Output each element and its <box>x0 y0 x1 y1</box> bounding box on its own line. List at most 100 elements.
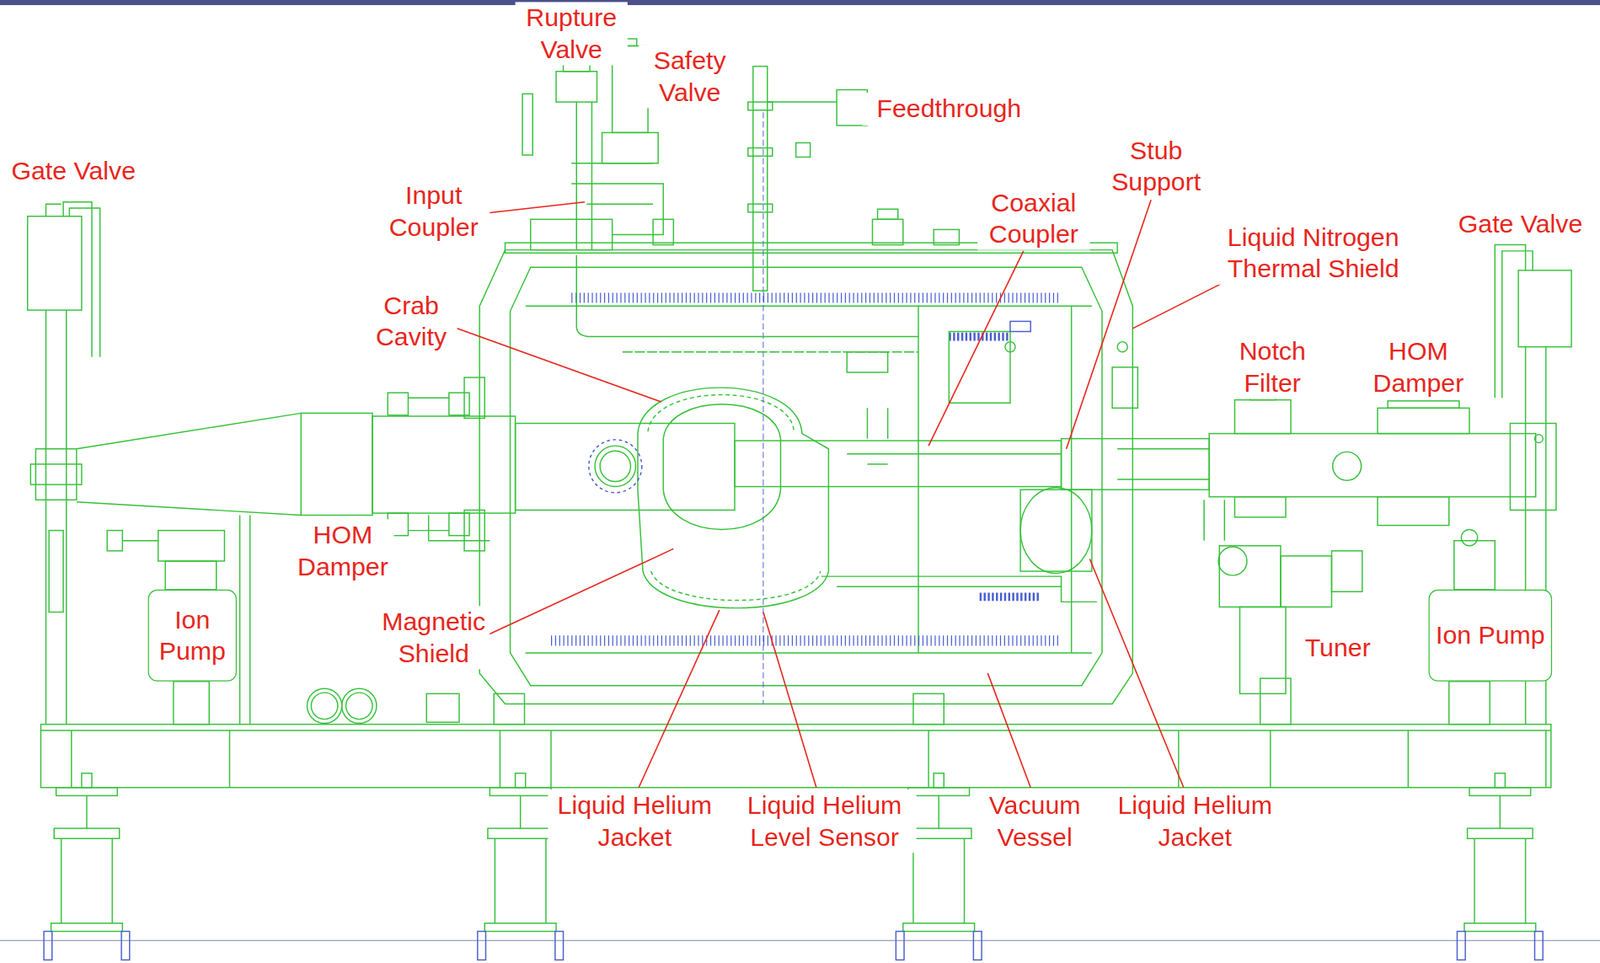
top-strip <box>0 0 1600 6</box>
beam-pipe <box>1509 422 1556 510</box>
support-legs <box>477 931 487 960</box>
beam-pipe <box>1377 497 1450 526</box>
tuner <box>1280 556 1333 608</box>
part-label: HOM Damper <box>291 519 394 584</box>
beam-pipe <box>1117 449 1210 480</box>
part-label: Rupture Valve <box>515 1 628 66</box>
support-legs <box>121 931 130 960</box>
pump-stands <box>310 692 338 719</box>
top-ports <box>753 66 768 291</box>
vacuum-vessel <box>479 250 1133 705</box>
part-label: Vacuum Vessel <box>978 789 1091 854</box>
crab-cavity <box>647 395 794 433</box>
pump-stands <box>239 514 241 724</box>
top-ports <box>576 101 578 251</box>
vacuum-vessel <box>917 305 919 653</box>
tuner <box>1218 546 1247 576</box>
frame <box>499 730 501 788</box>
vacuum-vessel <box>525 652 1092 653</box>
left-gate-valve <box>30 464 82 485</box>
internal-pipes <box>1010 321 1031 332</box>
right-gate-valve <box>1518 270 1572 348</box>
crab-cavity <box>637 387 829 609</box>
support-legs <box>1525 838 1526 923</box>
support-legs <box>43 931 53 960</box>
beam-pipe <box>1534 434 1543 444</box>
support-legs <box>973 931 982 960</box>
beam-pipe <box>407 397 490 541</box>
support-legs <box>494 838 496 923</box>
part-label: Gate Valve <box>1446 208 1595 241</box>
support-legs <box>908 787 970 797</box>
support-legs <box>51 923 124 932</box>
top-ports <box>571 163 664 236</box>
support-legs <box>1469 787 1531 797</box>
ion-pump-box: Ion Pump <box>148 589 237 682</box>
thermal-shield-hatch <box>551 635 1062 646</box>
frame <box>927 730 929 788</box>
part-label: Coaxial Coupler <box>977 186 1090 251</box>
pump-stands <box>1449 681 1490 725</box>
support-legs <box>895 931 905 960</box>
leader-line <box>987 673 1031 788</box>
crab-cavity <box>588 439 643 493</box>
vacuum-vessel <box>525 305 1092 307</box>
leader-line <box>1089 559 1183 788</box>
frame <box>1177 730 1179 788</box>
leader-line <box>928 251 1024 446</box>
thermal-shield-hatch <box>979 592 1042 601</box>
support-legs <box>487 828 554 839</box>
tuner <box>1204 499 1363 724</box>
pump-stands <box>342 688 377 723</box>
beam-pipe <box>449 392 470 416</box>
thermal-shield-hatch <box>551 298 1062 642</box>
vacuum-vessel <box>1070 305 1072 653</box>
pump-stands <box>426 693 460 723</box>
crab-cavity <box>588 112 830 704</box>
beam-pipe <box>1234 400 1291 434</box>
part-label: Notch Filter <box>1226 335 1319 400</box>
frame <box>550 730 552 788</box>
crab-cavity <box>594 445 636 487</box>
internal-pipes <box>1117 342 1128 353</box>
support-legs <box>81 773 92 788</box>
support-legs <box>903 923 975 932</box>
part-label: Safety Valve <box>638 44 741 109</box>
internal-pipes <box>576 255 1128 603</box>
top-ports <box>652 219 674 245</box>
internal-pipes <box>836 585 1061 587</box>
top-ports <box>877 208 899 220</box>
crab-cavity <box>762 112 764 704</box>
leader-line <box>638 610 720 788</box>
part-label: Input Coupler <box>377 179 490 244</box>
support-legs <box>484 923 557 932</box>
part-label: Liquid Helium Jacket <box>547 789 722 854</box>
top-ports <box>556 71 597 102</box>
support-legs <box>1534 931 1543 960</box>
top-ports <box>748 203 773 213</box>
part-label: Liquid Helium Level Sensor <box>733 789 917 854</box>
pump-stands <box>1460 529 1477 546</box>
part-label: Liquid Nitrogen Thermal Shield <box>1216 220 1411 285</box>
support-legs <box>1499 795 1501 829</box>
beam-pipe <box>1377 407 1470 434</box>
pump-stands <box>346 692 373 719</box>
internal-pipes <box>846 352 888 373</box>
support-legs <box>85 795 87 829</box>
vacuum-vessel <box>464 509 485 551</box>
tuner <box>1204 499 1225 541</box>
vacuum-vessel <box>913 693 944 724</box>
internal-pipes <box>1020 489 1092 572</box>
beam-pipe <box>1234 497 1286 518</box>
left-gate-valve <box>35 449 76 501</box>
frame <box>40 724 1551 788</box>
support-legs <box>519 795 521 829</box>
support-legs <box>937 795 939 829</box>
support-legs <box>1464 923 1536 932</box>
frame <box>40 729 1551 731</box>
node-label: Ion Pump <box>1435 619 1546 652</box>
beam-pipe <box>76 412 301 515</box>
internal-pipes <box>821 576 1097 602</box>
leader-line <box>479 548 674 639</box>
